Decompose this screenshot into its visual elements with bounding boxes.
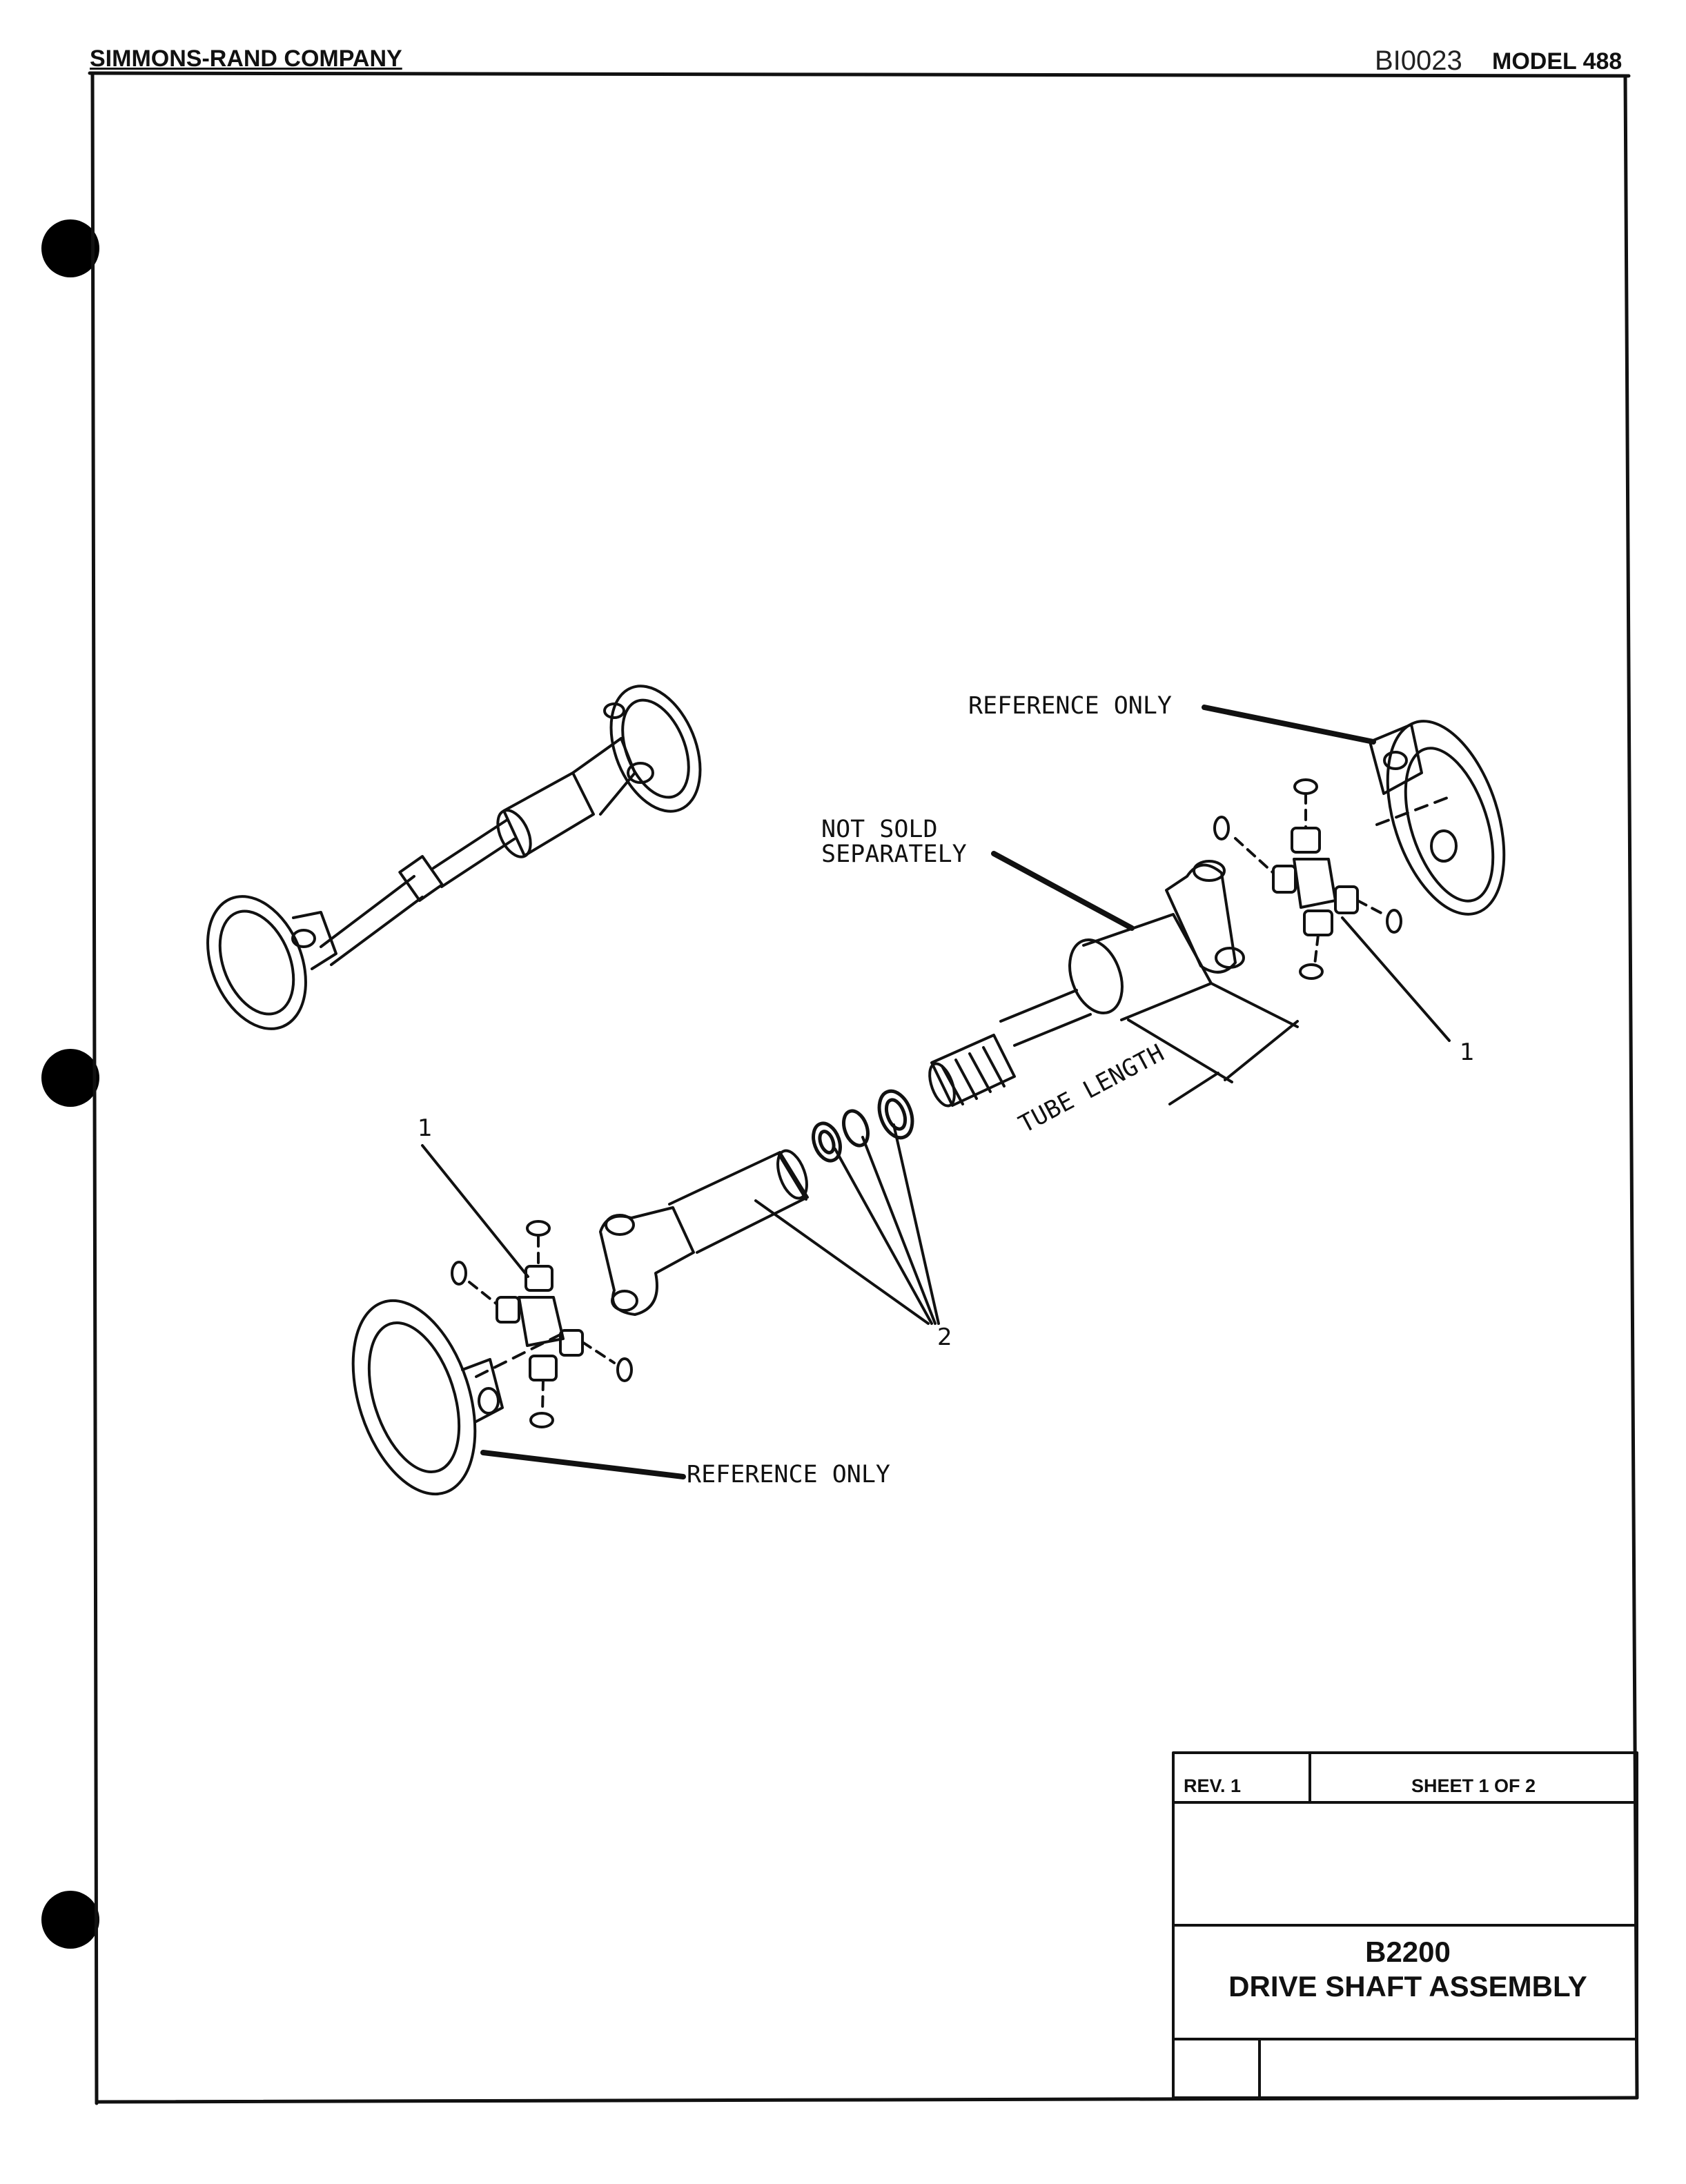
item-number-1-left: 1	[418, 1114, 433, 1142]
page-frame	[88, 71, 1639, 2105]
seal-and-washers	[812, 1089, 914, 1163]
binder-hole-bottom	[41, 1891, 99, 1949]
reference-assembly-overview	[206, 685, 702, 1030]
right-reference-flange	[1369, 720, 1506, 916]
leader-lines	[421, 705, 1451, 1479]
model-number: MODEL 488	[1492, 48, 1623, 75]
not-sold-label-line1: NOT SOLD	[821, 816, 938, 843]
item-number-1-right: 1	[1460, 1039, 1475, 1066]
sheet-label: SHEET 1 OF 2	[1411, 1775, 1536, 1796]
not-sold-label-line2: SEPARATELY	[821, 840, 967, 868]
part-number: B2200	[1365, 1936, 1451, 1968]
document-id: BI0023	[1375, 46, 1462, 76]
item-number-2: 2	[937, 1324, 952, 1351]
reference-only-label-top: REFERENCE ONLY	[968, 692, 1173, 720]
right-universal-joint	[1213, 778, 1451, 980]
title-block-frame	[1172, 1751, 1638, 2099]
company-name: SIMMONS-RAND COMPANY	[90, 46, 402, 72]
left-universal-joint	[451, 1220, 633, 1428]
reference-only-label-bottom: REFERENCE ONLY	[687, 1461, 891, 1488]
revision-label: REV. 1	[1184, 1775, 1242, 1796]
drawing-title: DRIVE SHAFT ASSEMBLY	[1228, 1970, 1587, 2003]
binder-hole-middle	[41, 1049, 99, 1107]
left-reference-flange	[351, 1299, 504, 1496]
tube-and-slip-yoke	[928, 860, 1245, 1108]
sleeve-yoke	[599, 1149, 809, 1316]
binder-hole-top	[41, 219, 99, 277]
